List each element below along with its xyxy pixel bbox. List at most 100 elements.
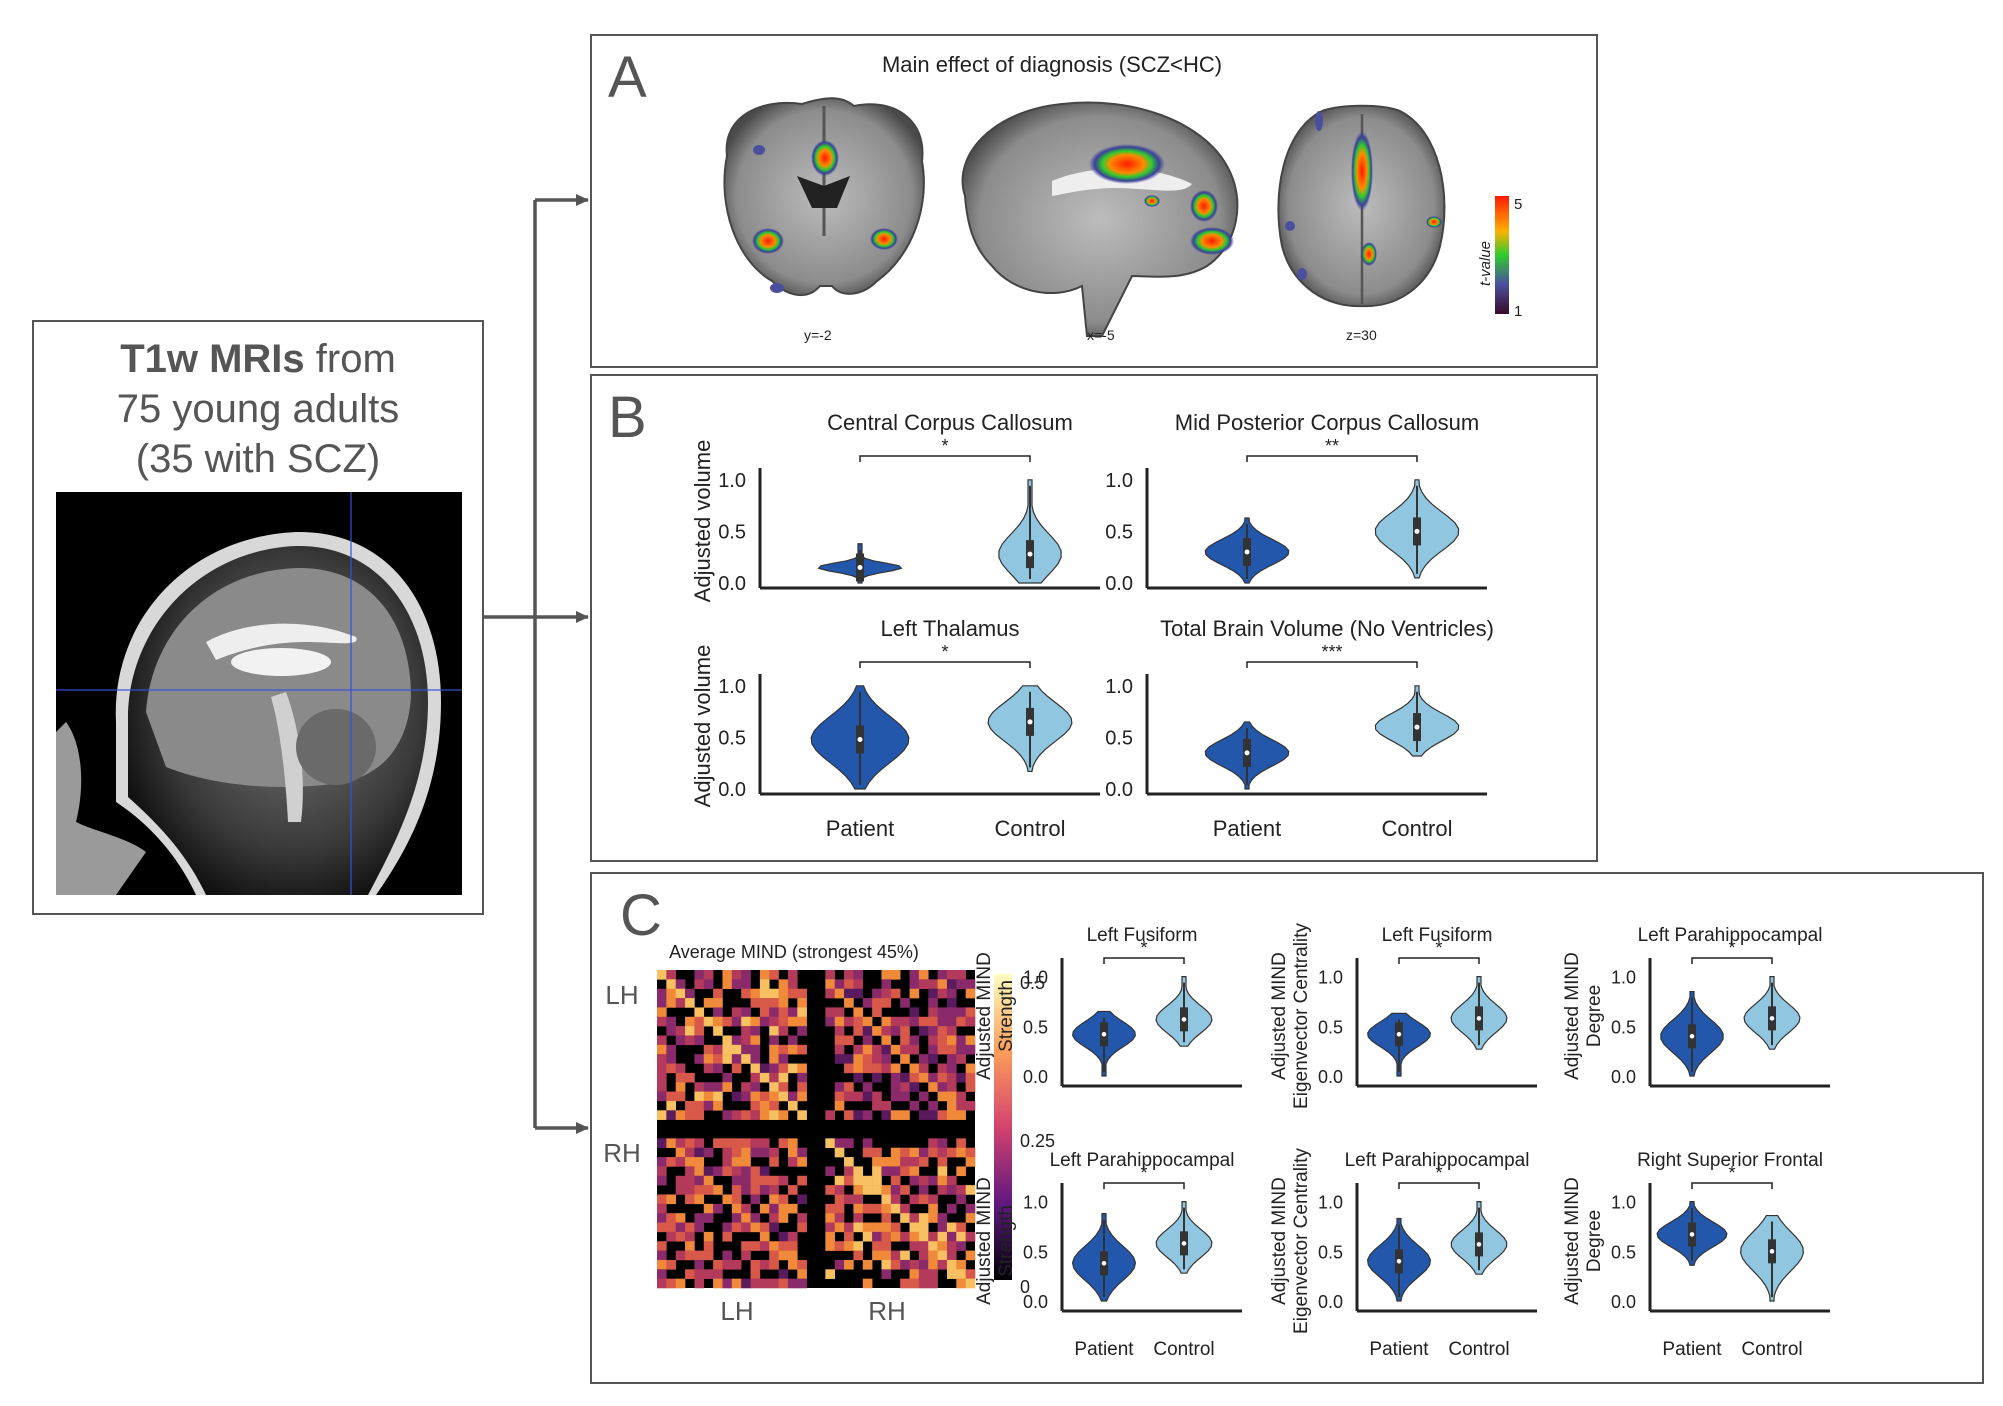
matrix-cell <box>675 1082 686 1092</box>
matrix-cell <box>872 1007 882 1018</box>
matrix-cell <box>965 1231 976 1242</box>
matrix-cell <box>750 1213 761 1223</box>
b-plot-2-ytick: 1.0 <box>718 676 746 698</box>
matrix-cell <box>918 1063 929 1074</box>
c-plot-2-control-median <box>1769 1016 1775 1021</box>
matrix-cell <box>834 1016 845 1027</box>
matrix-cell <box>741 1147 751 1158</box>
matrix-cell <box>759 970 770 980</box>
matrix-cell <box>759 1147 770 1158</box>
matrix-cell <box>685 1110 695 1120</box>
matrix-cell <box>750 1091 761 1102</box>
matrix-cell <box>965 1269 976 1279</box>
c-plot-5-title: Right Superior Frontal <box>1637 1150 1823 1171</box>
brain-slices: 5 1 t-value y=-2 x=-5 z=30 <box>723 97 1522 343</box>
matrix-cell <box>703 979 714 990</box>
matrix-cell <box>778 1175 789 1186</box>
matrix-cell <box>657 1110 667 1120</box>
matrix-cell <box>769 1082 779 1092</box>
matrix-cell <box>787 1100 798 1111</box>
matrix-cell <box>909 1278 920 1289</box>
matrix-cell <box>872 1044 882 1055</box>
matrix-cell <box>769 1213 779 1223</box>
matrix-cell <box>778 1231 789 1242</box>
matrix-cell <box>657 970 667 980</box>
matrix-cell <box>825 970 836 980</box>
matrix-cell <box>713 1063 723 1074</box>
matrix-cell <box>909 1157 920 1167</box>
matrix-cell <box>890 1147 901 1158</box>
matrix-cell <box>965 1250 976 1261</box>
matrix-cell <box>844 1259 854 1270</box>
matrix-cell <box>750 1110 761 1120</box>
matrix-cell <box>937 1082 948 1092</box>
matrix-cell <box>928 1269 938 1279</box>
matrix-cell <box>834 1100 845 1111</box>
matrix-cell <box>937 1016 948 1027</box>
matrix-cell <box>956 1185 966 1195</box>
matrix-cell <box>750 1072 761 1083</box>
matrix-cell <box>853 1203 864 1214</box>
matrix-cell <box>918 1269 929 1279</box>
matrix-cell <box>900 1054 910 1064</box>
matrix-cell <box>909 1016 920 1027</box>
c-plot-1-ytick: 0.5 <box>1318 1017 1343 1037</box>
matrix-cell <box>881 1054 892 1064</box>
b-plot-1-sig-bracket <box>1246 455 1418 462</box>
matrix-cell <box>881 1241 892 1251</box>
c-plot-0-control-median <box>1181 1017 1187 1022</box>
matrix-cell <box>918 1250 929 1261</box>
matrix-cell <box>666 998 677 1008</box>
matrix-cell <box>778 998 789 1008</box>
matrix-cell <box>787 1203 798 1214</box>
c-plot-2-sig: * <box>1728 938 1735 958</box>
matrix-cell <box>685 1222 695 1233</box>
matrix-cell <box>722 1082 733 1092</box>
matrix-cell <box>881 1044 892 1055</box>
matrix-cell <box>694 1110 705 1120</box>
matrix-cell <box>759 1110 770 1120</box>
matrix-cell <box>928 1194 938 1205</box>
c-plot-5-sig: * <box>1728 1163 1735 1183</box>
matrix-cell <box>731 1035 742 1046</box>
matrix-cell <box>750 1241 761 1251</box>
matrix-cell <box>759 1222 770 1233</box>
panel-a-title: Main effect of diagnosis (SCZ<HC) <box>881 52 1223 77</box>
matrix-cell <box>741 1082 751 1092</box>
matrix-cell <box>965 1082 976 1092</box>
matrix-cell <box>759 1231 770 1242</box>
matrix-cell <box>881 998 892 1008</box>
matrix-cell <box>778 1044 789 1055</box>
matrix-cell <box>872 1100 882 1111</box>
matrix-cell <box>731 1157 742 1167</box>
matrix-cell <box>769 1278 779 1289</box>
matrix-cell <box>956 1231 966 1242</box>
b-plot-2-control-median <box>1027 719 1033 725</box>
matrix-cell <box>778 1269 789 1279</box>
matrix-cell <box>750 1026 761 1036</box>
matrix-cell <box>778 1203 789 1214</box>
matrix-cell <box>685 1250 695 1261</box>
matrix-cell <box>731 970 742 980</box>
matrix-cell <box>872 1241 882 1251</box>
c-plot-3-control-median <box>1181 1241 1187 1246</box>
c-plot-4-ytick: 0.5 <box>1318 1242 1343 1262</box>
b-plot-3-ytick: 1.0 <box>1105 676 1133 698</box>
matrix-cell <box>834 1054 845 1064</box>
matrix-cell <box>937 1166 948 1177</box>
matrix-cell <box>844 1138 854 1149</box>
matrix-cell <box>675 998 686 1008</box>
matrix-cell <box>918 979 929 990</box>
matrix-cell <box>881 1203 892 1214</box>
matrix-cell <box>881 1222 892 1233</box>
matrix-cell <box>759 1091 770 1102</box>
matrix-cell <box>722 979 733 990</box>
matrix-cell <box>787 988 798 999</box>
matrix-cell <box>946 1054 957 1064</box>
matrix-cell <box>731 1091 742 1102</box>
matrix-cell <box>900 1185 910 1195</box>
matrix-cell <box>675 1063 686 1074</box>
matrix-cell <box>731 1063 742 1074</box>
matrix-cell <box>890 1044 901 1055</box>
matrix-cell <box>750 1082 761 1092</box>
